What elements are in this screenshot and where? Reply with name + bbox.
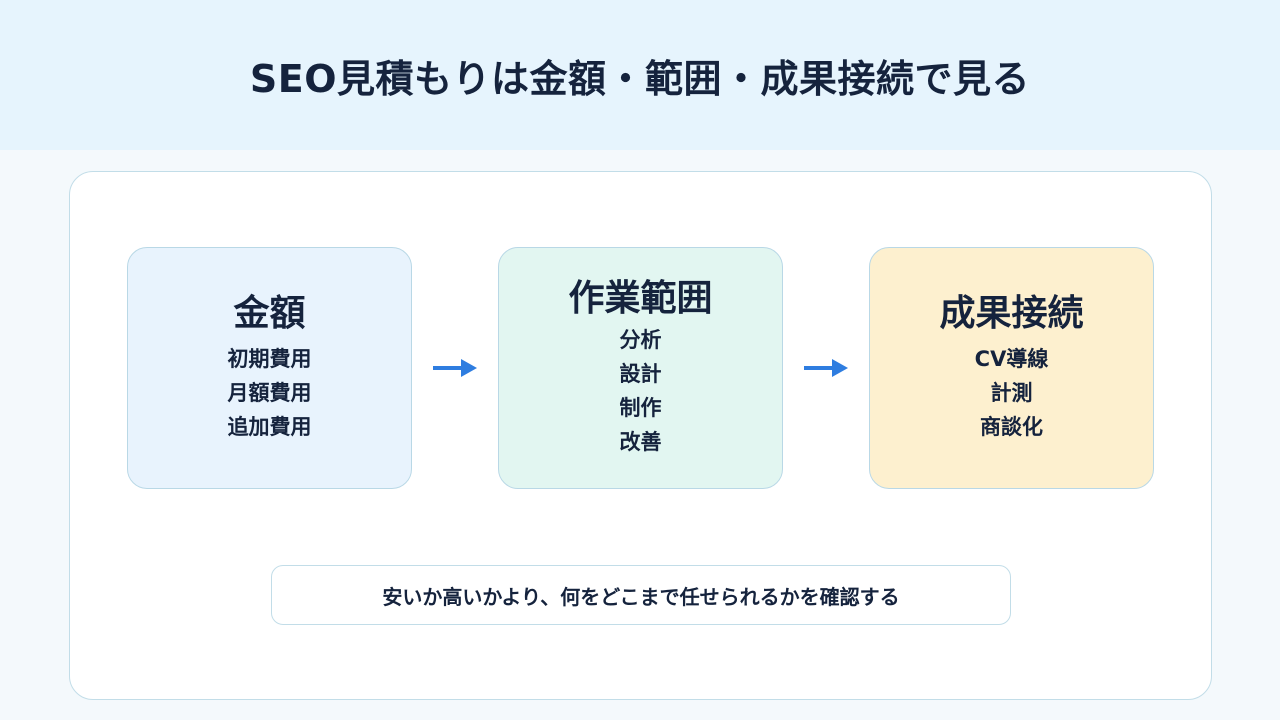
arrow-right-icon [433, 359, 477, 377]
scope-item-design: 設計 [619, 361, 662, 386]
amount-item-initial-fee: 初期費用 [227, 346, 312, 371]
summary-note-text: 安いか高いかより、何をどこまで任せられるかを確認する [382, 584, 900, 609]
result-item-measurement: 計測 [990, 380, 1033, 405]
scope-item-production: 制作 [619, 395, 662, 420]
scope-box: 作業範囲 分析 設計 制作 改善 [498, 247, 783, 489]
amount-item-additional-fee: 追加費用 [227, 414, 312, 439]
amount-item-monthly-fee: 月額費用 [227, 380, 312, 405]
result-box: 成果接続 CV導線 計測 商談化 [869, 247, 1154, 489]
amount-box: 金額 初期費用 月額費用 追加費用 [127, 247, 412, 489]
result-item-cv-path: CV導線 [974, 346, 1049, 371]
summary-note: 安いか高いかより、何をどこまで任せられるかを確認する [271, 565, 1011, 625]
arrow-right-icon [804, 359, 848, 377]
scope-box-title: 作業範囲 [568, 278, 713, 320]
scope-item-analysis: 分析 [619, 327, 662, 352]
amount-box-title: 金額 [233, 293, 306, 335]
result-box-title: 成果接続 [939, 293, 1084, 335]
page-title: SEO見積もりは金額・範囲・成果接続で見る [249, 56, 1031, 101]
header-band: SEO見積もりは金額・範囲・成果接続で見る [0, 0, 1280, 150]
diagram-panel: 金額 初期費用 月額費用 追加費用 作業範囲 分析 設計 制作 改善 成果接続 … [69, 171, 1212, 700]
result-item-deal: 商談化 [980, 414, 1043, 439]
scope-item-improvement: 改善 [619, 429, 662, 454]
